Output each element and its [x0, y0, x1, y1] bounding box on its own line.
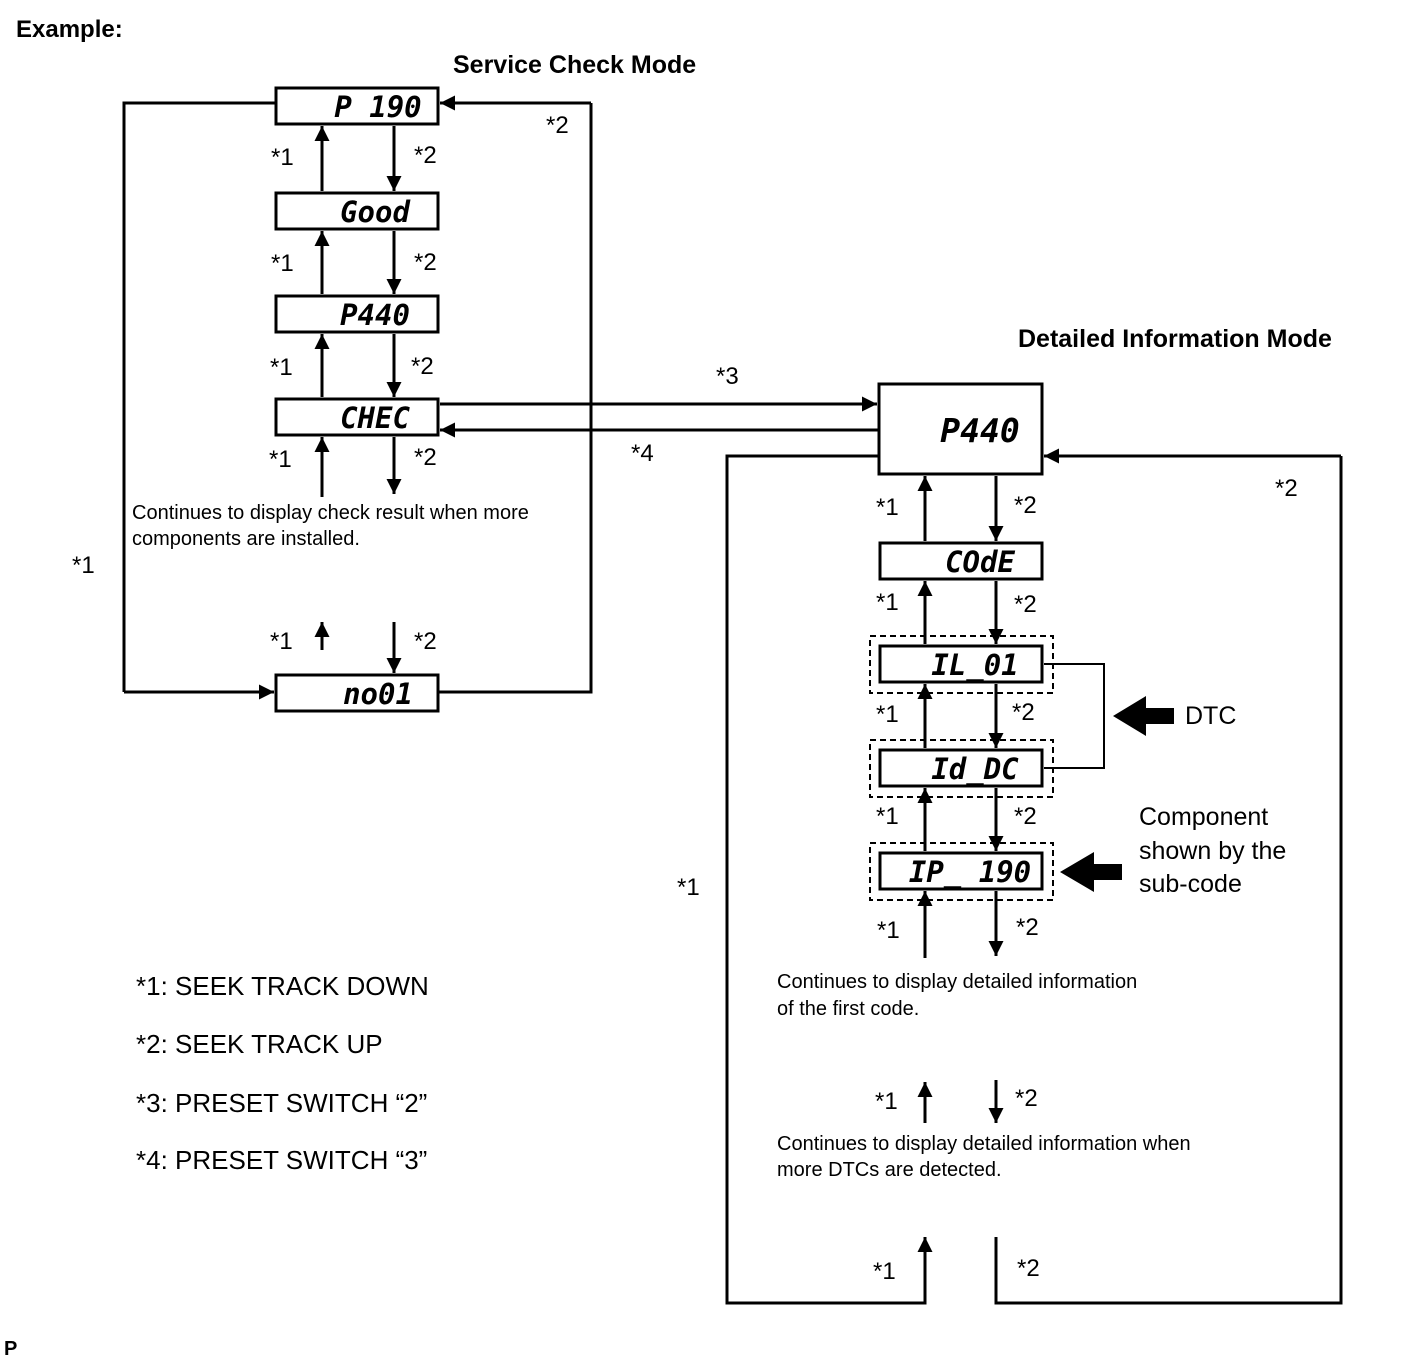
service-marker-down-3: *1 [270, 354, 293, 381]
legend-item-2: *2: SEEK TRACK UP [136, 1029, 383, 1059]
service-display-no01: no01 [274, 673, 440, 713]
service-display-chec: CHEC [274, 397, 440, 437]
detail-display-p440: P440 [877, 382, 1044, 476]
service-marker-up-3: *2 [411, 353, 434, 380]
detail-marker-down-1: *1 [876, 494, 899, 521]
detail-loop-marker-down: *1 [677, 874, 700, 901]
detail-display-il01-text: IL_01 [931, 648, 1018, 682]
detail-display-iddc-text: Id_DC [931, 752, 1019, 786]
service-marker-up-1: *2 [414, 142, 437, 169]
detail-display-ip190: IP_ 190 [878, 851, 1044, 891]
service-display-no01-text: no01 [343, 677, 413, 711]
service-display-good-text: Good [340, 195, 411, 229]
detail-note1-line-1: Continues to display detailed informatio… [777, 971, 1137, 993]
service-display-chec-text: CHEC [340, 401, 410, 435]
detail-marker-down-5: *1 [877, 917, 900, 944]
detail-display-ip190-text: IP_ 190 [909, 855, 1031, 889]
detail-note2-line-1: Continues to display detailed informatio… [777, 1133, 1191, 1155]
service-loop-marker-up: *2 [546, 112, 569, 139]
detail-mode-title: Detailed Information Mode [1018, 325, 1332, 353]
service-loop-marker-down: *1 [72, 552, 95, 579]
detail-marker-up-6: *2 [1015, 1085, 1038, 1112]
detail-marker-down-6: *1 [875, 1088, 898, 1115]
to-service-marker: *4 [631, 440, 654, 467]
dtc-label: DTC [1185, 702, 1236, 730]
example-label: Example: [16, 16, 123, 43]
detail-marker-down-2: *1 [876, 589, 899, 616]
service-marker-up-4: *2 [414, 444, 437, 471]
subcode-dashed-frame [869, 842, 1054, 901]
detail-marker-up-3: *2 [1012, 699, 1035, 726]
service-marker-down-4: *1 [269, 446, 292, 473]
detail-marker-up-5: *2 [1016, 914, 1039, 941]
service-marker-up-5: *2 [414, 628, 437, 655]
legend-item-1: *1: SEEK TRACK DOWN [136, 971, 429, 1001]
service-marker-down-2: *1 [271, 250, 294, 277]
detail-marker-up-2: *2 [1014, 591, 1037, 618]
detail-marker-up-4: *2 [1014, 803, 1037, 830]
component-pointer-icon [1060, 852, 1122, 892]
service-display-p190-text: P 190 [334, 90, 421, 124]
detail-loop-marker-up: *2 [1275, 475, 1298, 502]
service-display-p190: P 190 [274, 86, 440, 126]
detail-marker-up-1: *2 [1014, 492, 1037, 519]
service-note-line-1: Continues to display check result when m… [132, 502, 529, 524]
detail-marker-up-7: *2 [1017, 1255, 1040, 1282]
detail-display-iddc: Id_DC [878, 748, 1044, 788]
dtc-pointer-icon [1113, 696, 1174, 736]
service-mode-title: Service Check Mode [453, 51, 696, 79]
detail-marker-down-3: *1 [876, 701, 899, 728]
detail-loop-left [725, 454, 927, 1305]
service-display-good: Good [274, 191, 440, 231]
service-marker-down-5: *1 [270, 628, 293, 655]
service-marker-down-1: *1 [271, 144, 294, 171]
detail-marker-down-4: *1 [876, 803, 899, 830]
detail-note1-line-2: of the first code. [777, 998, 919, 1020]
component-label-line-3: sub-code [1139, 870, 1242, 898]
detail-display-il01: IL_01 [878, 644, 1044, 684]
detail-note2-line-2: more DTCs are detected. [777, 1159, 1002, 1181]
legend-item-4: *4: PRESET SWITCH “3” [136, 1145, 427, 1175]
detail-display-p440-text: P440 [940, 411, 1019, 450]
service-loop-left-top [122, 101, 276, 692]
service-display-p440-text: P440 [340, 298, 410, 332]
service-display-p440: P440 [274, 294, 440, 334]
component-label-line-2: shown by the [1139, 837, 1286, 865]
detail-loop-right [994, 456, 1343, 1305]
to-detail-marker: *3 [716, 363, 739, 390]
service-marker-up-2: *2 [414, 249, 437, 276]
legend: *1: SEEK TRACK DOWN *2: SEEK TRACK UP *3… [136, 971, 429, 1175]
service-note-line-2: components are installed. [132, 528, 360, 550]
footer-label: P [4, 1338, 17, 1360]
component-label-line-1: Component [1139, 803, 1268, 831]
detail-display-code-text: COdE [945, 545, 1015, 579]
service-loop-right [438, 103, 593, 694]
dtc-bracket [1044, 663, 1105, 769]
detail-display-code: COdE [878, 541, 1044, 581]
legend-item-3: *3: PRESET SWITCH “2” [136, 1088, 427, 1118]
detail-marker-down-7: *1 [873, 1258, 896, 1285]
